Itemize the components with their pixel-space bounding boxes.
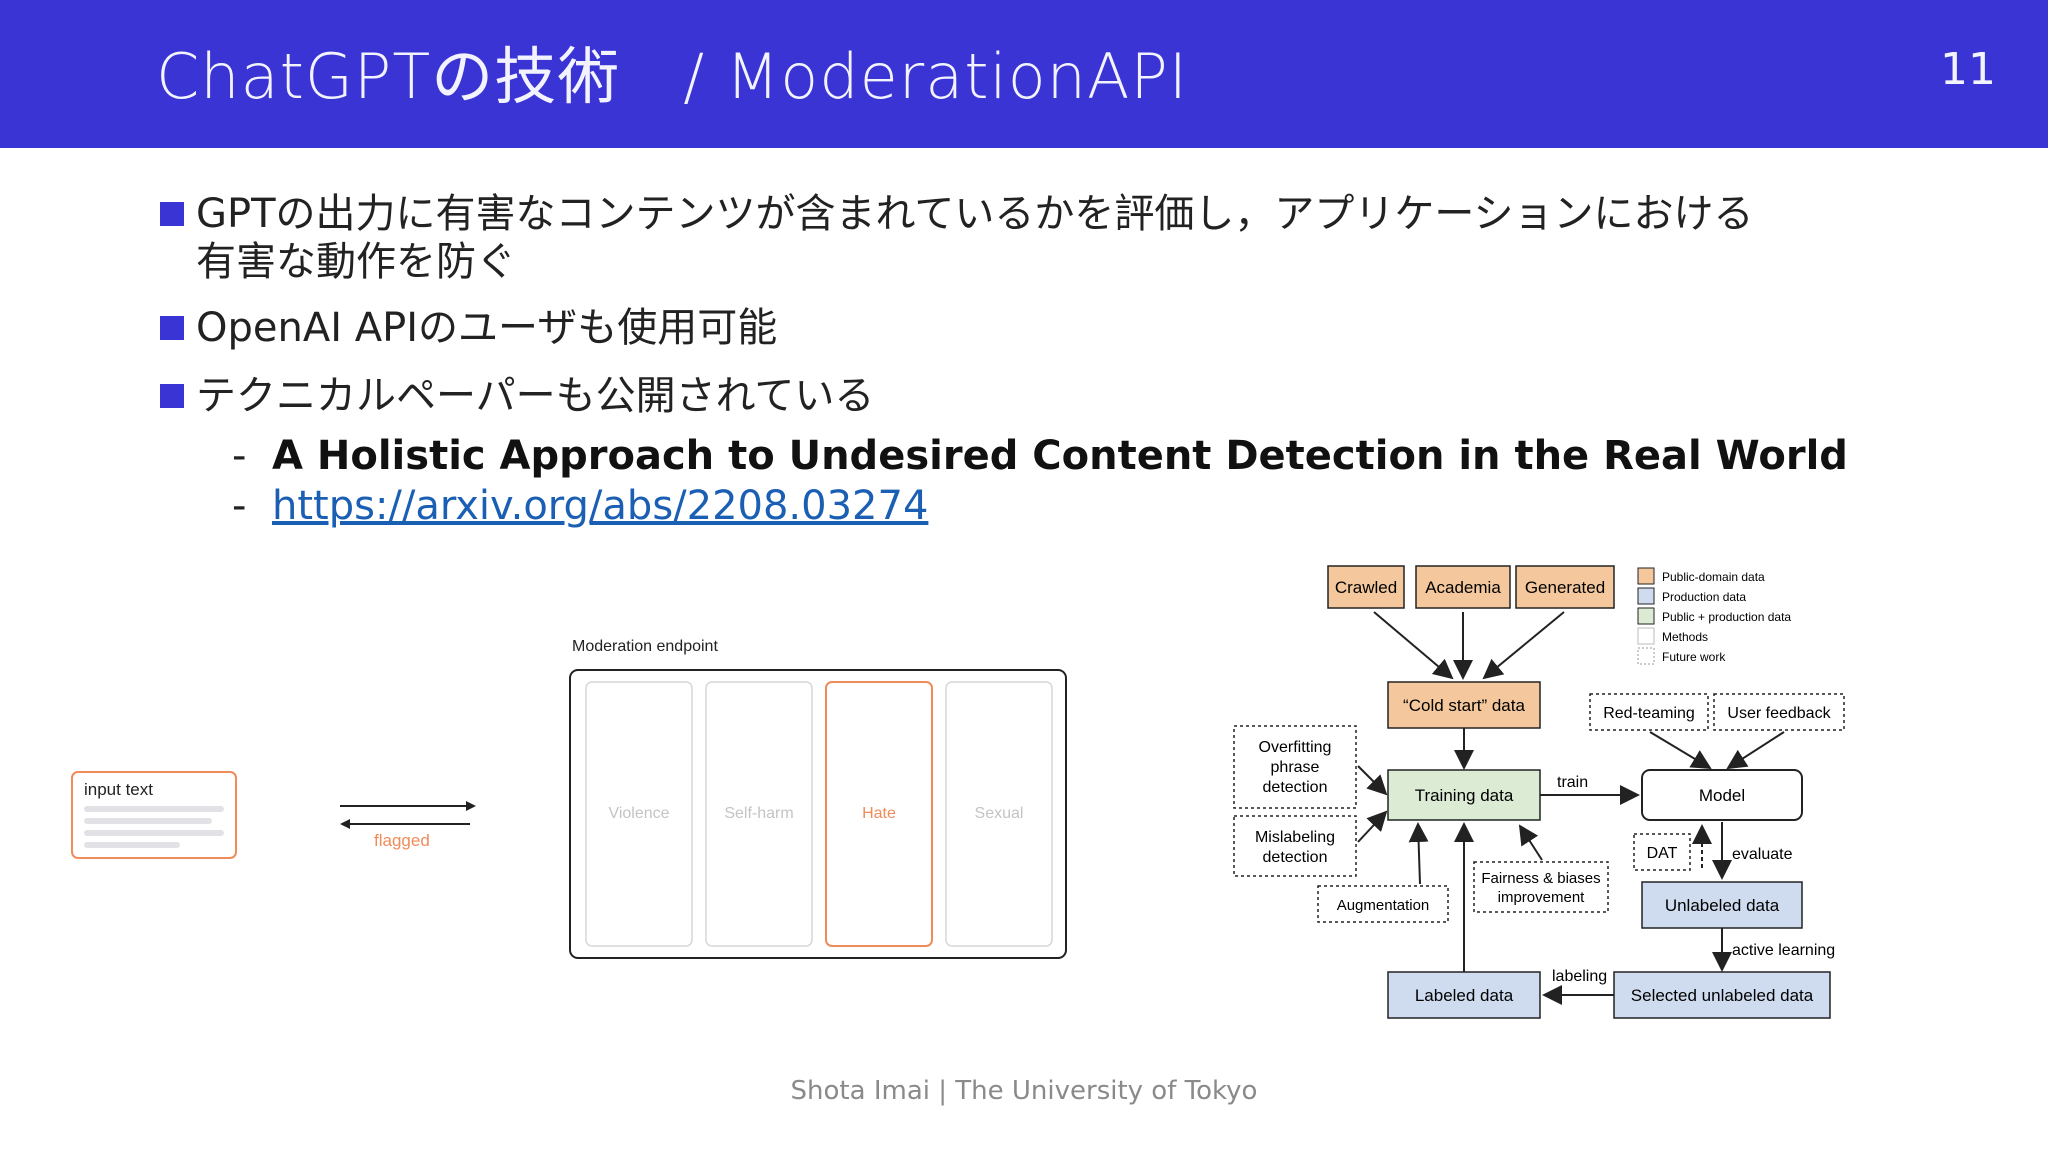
dash: -: [232, 433, 247, 479]
user-feedback-box: [1713, 693, 1845, 731]
legend-swatch-mixed: [1637, 607, 1655, 625]
overfitting-line-1: Overfitting: [1259, 739, 1332, 756]
arrow-fairness-training: [1518, 824, 1543, 861]
category-label: Self-harm: [724, 805, 793, 822]
request-arrowhead: [466, 801, 476, 811]
flagged-label: flagged: [374, 831, 430, 850]
category-label: Sexual: [975, 805, 1024, 822]
category-label: Violence: [608, 805, 669, 822]
red-teaming-box: [1589, 693, 1709, 731]
arrow-redteaming-model: [1649, 731, 1712, 770]
legend-production: Production data: [1662, 590, 1746, 604]
training-data-label: Training data: [1415, 786, 1514, 805]
bullet-1-line-1: GPTの出力に有害なコンテンツが含まれているかを評価し，アプリケーションにおける: [196, 191, 1754, 237]
footer-credit: Shota Imai | The University of Tokyo: [790, 1076, 1258, 1106]
arrow-generated-coldstart: [1482, 611, 1565, 680]
response-arrowhead: [340, 819, 350, 829]
source-academia: Academia: [1425, 578, 1501, 597]
unlabeled-label: Unlabeled data: [1665, 896, 1780, 915]
source-crawled-box: [1327, 565, 1405, 609]
selected-label: Selected unlabeled data: [1631, 986, 1814, 1005]
mislabeling-box: [1233, 815, 1357, 877]
train-label: train: [1557, 774, 1588, 791]
selected-box: [1613, 971, 1831, 1019]
labeled-box: [1387, 971, 1541, 1019]
augmentation-label: Augmentation: [1337, 897, 1430, 914]
bullet-3-text: テクニカルペーパーも公開されている: [196, 373, 875, 419]
slide-title: ChatGPTの技術 / ModerationAPI: [156, 40, 1189, 113]
source-generated: Generated: [1525, 578, 1605, 597]
dash: -: [232, 483, 247, 529]
fairness-line-1: Fairness & biases: [1481, 870, 1600, 887]
input-line-placeholder: [84, 842, 180, 848]
legend-methods: Methods: [1662, 630, 1708, 644]
legend-swatch-methods: [1637, 627, 1655, 645]
paper-title: A Holistic Approach to Undesired Content…: [272, 433, 1848, 479]
bullet-square-icon: [160, 384, 184, 408]
arrow-augmentation-training: [1408, 822, 1429, 885]
paper-link[interactable]: https://arxiv.org/abs/2208.03274: [272, 483, 929, 529]
mislabeling-line-1: Mislabeling: [1255, 829, 1335, 846]
input-text-label: input text: [84, 780, 153, 799]
mislabeling-line-2: detection: [1263, 849, 1328, 866]
bullet-square-icon: [160, 202, 184, 226]
arrow-feedback-model: [1726, 731, 1785, 770]
user-feedback-label: User feedback: [1727, 705, 1831, 722]
overfitting-line-3: detection: [1263, 779, 1328, 796]
fairness-box: [1473, 861, 1609, 913]
slide-header: ChatGPTの技術 / ModerationAPI 11: [0, 0, 2048, 148]
arrow-overfitting-training: [1357, 765, 1388, 796]
input-text-box: [71, 771, 237, 859]
legend-mixed: Public + production data: [1662, 610, 1791, 624]
cold-start-label: “Cold start” data: [1403, 696, 1525, 715]
legend-swatch-production: [1637, 587, 1655, 605]
evaluate-label: evaluate: [1732, 846, 1793, 863]
bullet-2-text: OpenAI APIのユーザも使用可能: [196, 305, 778, 351]
active-learning-label: active learning: [1732, 942, 1835, 959]
fairness-line-2: improvement: [1498, 889, 1586, 906]
model-label: Model: [1699, 786, 1745, 805]
arrow-mislabeling-training: [1357, 810, 1388, 843]
source-academia-box: [1415, 565, 1511, 609]
category-column: [825, 681, 933, 947]
category-group: Violence Self-harm Hate Sexual: [585, 681, 1053, 947]
bullet-square-icon: [160, 316, 184, 340]
input-line-placeholder: [84, 830, 224, 836]
dat-label: DAT: [1647, 845, 1678, 862]
arrow-crawled-coldstart: [1373, 611, 1454, 680]
cold-start-box: [1387, 681, 1541, 729]
category-column: [945, 681, 1053, 947]
source-crawled: Crawled: [1335, 578, 1397, 597]
overfitting-line-2: phrase: [1271, 759, 1320, 776]
labeled-label: Labeled data: [1415, 986, 1514, 1005]
legend-swatch-future: [1637, 647, 1655, 665]
endpoint-label: Moderation endpoint: [572, 638, 718, 655]
legend-public: Public-domain data: [1662, 570, 1765, 584]
red-teaming-label: Red-teaming: [1603, 705, 1695, 722]
model-box: [1641, 769, 1803, 821]
bullet-1-line-2: 有害な動作を防ぐ: [196, 239, 516, 285]
category-column: [705, 681, 813, 947]
category-column: [585, 681, 693, 947]
input-line-placeholder: [84, 818, 212, 824]
category-label: Hate: [862, 805, 896, 822]
legend-swatch-public: [1637, 567, 1655, 585]
overfitting-box: [1233, 725, 1357, 809]
moderation-endpoint-figure: input text flagged Moderation endpoint V…: [71, 638, 1067, 959]
unlabeled-box: [1641, 881, 1803, 929]
labeling-label: labeling: [1552, 968, 1607, 985]
page-number: 11: [1940, 44, 1996, 95]
pipeline-figure: Crawled Academia Generated Public-domain…: [1233, 565, 1845, 1019]
augmentation-box: [1317, 885, 1449, 923]
dat-box: [1633, 833, 1691, 871]
legend-future: Future work: [1662, 650, 1726, 664]
input-line-placeholder: [84, 806, 224, 812]
endpoint-box: [569, 669, 1067, 959]
source-generated-box: [1515, 565, 1615, 609]
